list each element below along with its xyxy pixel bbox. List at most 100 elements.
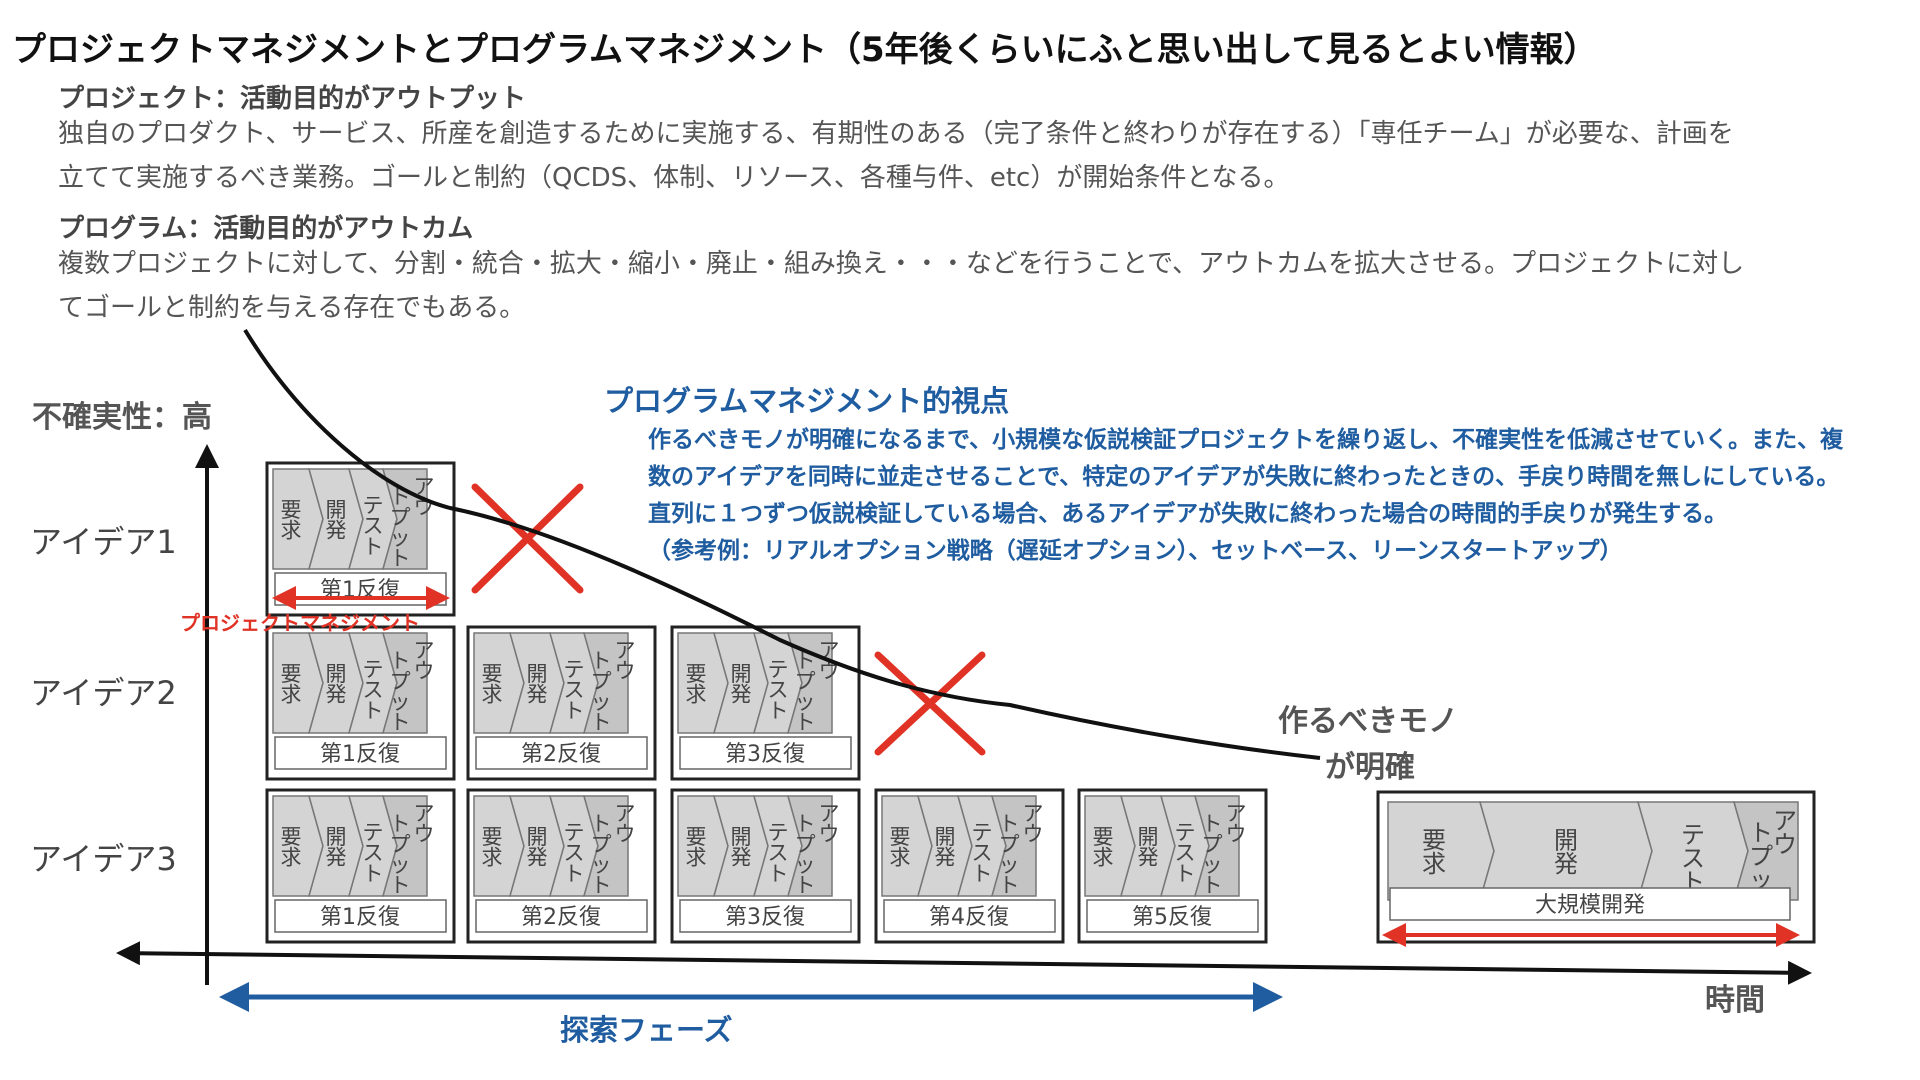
step-label: 要求 — [1422, 827, 1446, 879]
step-label: テスト — [363, 658, 384, 723]
step-shape — [787, 795, 833, 897]
iteration-label: 第5反復 — [1132, 905, 1212, 930]
step-label: 要求 — [281, 498, 302, 543]
program-view-text: 作るべきモノが明確になるまで、小規模な仮説検証プロジェクトを繰り返し、不確実性を… — [648, 422, 1843, 570]
program-line: てゴールと制約を与える存在でもある。 — [58, 293, 526, 323]
iteration-label: 第1反復 — [320, 905, 400, 930]
iteration-label: 第4反復 — [929, 905, 1009, 930]
program-line: 複数プロジェクトに対して、分割・統合・拡大・縮小・廃止・組み換え・・・などを行う… — [58, 249, 1745, 279]
step-label: トプット — [591, 812, 612, 898]
fail-mark-idea-1 — [471, 483, 584, 594]
step-label: トプット — [390, 485, 411, 571]
step-label: 開発 — [326, 825, 347, 870]
step-shape — [382, 632, 428, 734]
step-label: テスト — [1681, 821, 1705, 896]
iteration-label-box — [274, 736, 447, 770]
step-label: 開発 — [731, 662, 752, 707]
step-label: 開発 — [527, 662, 548, 707]
step-label: テスト — [363, 821, 384, 886]
step-label: 開発 — [935, 825, 956, 870]
step-label: アウ — [414, 801, 435, 846]
step-label: 要求 — [1093, 825, 1114, 870]
iteration-label-box — [679, 899, 852, 933]
step-label: 要求 — [482, 825, 503, 870]
fail-mark-idea-2 — [874, 651, 986, 756]
step-label: 開発 — [1554, 827, 1578, 879]
pm-label: プロジェクトマネジメント — [180, 611, 420, 635]
step-label: 要求 — [281, 662, 302, 707]
page-title: プロジェクトマネジメントとプログラムマネジメント（5年後くらいにふと思い出して見… — [12, 30, 1598, 70]
large-development-box: 要求開発テストアウトプット大規模開発 — [1376, 790, 1816, 944]
idea-1-label: アイデア1 — [30, 523, 177, 561]
step-label: テスト — [564, 821, 585, 886]
program-view-line: 直列に１つずつ仮説検証している場合、あるアイデアが失敗に終わった場合の時間的手戻… — [648, 501, 1728, 527]
step-label: 要求 — [890, 825, 911, 870]
step-label: 要求 — [482, 662, 503, 707]
step-label: トプット — [1202, 812, 1223, 898]
step-label: トプット — [795, 649, 816, 735]
iteration-label: 第3反復 — [725, 742, 805, 767]
program-view-line: 数のアイデアを同時に並走させることで、特定のアイデアが失敗に終わったときの、手戻… — [648, 464, 1840, 490]
step-label: トプット — [999, 812, 1020, 898]
iteration-label: 第1反復 — [320, 742, 400, 767]
step-shape — [583, 632, 629, 734]
step-label: テスト — [768, 821, 789, 886]
step-shape — [583, 795, 629, 897]
step-label: アウ — [1023, 801, 1044, 846]
iteration-label: 第2反復 — [521, 742, 601, 767]
project-line: 独自のプロダクト、サービス、所産を創造するために実施する、有期性のある（完了条件… — [58, 119, 1734, 149]
program-view-line: （参考例：リアルオプション戦略（遅延オプション）、セットベース、リーンスタートア… — [648, 538, 1623, 564]
iteration-label-box — [1086, 899, 1259, 933]
step-label: アウ — [615, 801, 636, 846]
step-label: アウ — [819, 638, 840, 683]
explore-phase-label: 探索フェーズ — [560, 1013, 733, 1047]
step-label: 開発 — [527, 825, 548, 870]
step-label: アウ — [414, 638, 435, 683]
program-view-title: プログラムマネジメント的視点 — [604, 384, 1010, 418]
large-label: 大規模開発 — [1535, 893, 1645, 918]
step-label: テスト — [564, 658, 585, 723]
iteration-label: 第3反復 — [725, 905, 805, 930]
step-label: トプット — [591, 649, 612, 735]
step-label: 開発 — [326, 498, 347, 543]
step-shape — [382, 795, 428, 897]
program-heading: プログラム：活動目的がアウトカム — [58, 214, 474, 244]
x-axis — [116, 941, 1812, 985]
iteration-label-box — [883, 899, 1056, 933]
step-shape — [991, 795, 1037, 897]
project-description: 独自のプロダクト、サービス、所産を創造するために実施する、有期性のある（完了条件… — [58, 112, 1898, 200]
program-description: 複数プロジェクトに対して、分割・統合・拡大・縮小・廃止・組み換え・・・などを行う… — [58, 242, 1898, 330]
step-label: アウ — [1226, 801, 1247, 846]
idea-3-label: アイデア3 — [30, 840, 177, 878]
step-label: 要求 — [686, 825, 707, 870]
y-axis-label: 不確実性：高 — [32, 400, 212, 435]
iteration-label-box — [274, 899, 447, 933]
iteration-label: 第2反復 — [521, 905, 601, 930]
iteration-label-box — [475, 899, 648, 933]
step-label: トプット — [795, 812, 816, 898]
step-shape — [1194, 795, 1240, 897]
idea-2-label: アイデア2 — [30, 674, 177, 712]
project-heading: プロジェクト：活動目的がアウトプット — [58, 84, 527, 114]
iteration-label-box — [679, 736, 852, 770]
clear-label-line2: が明確 — [1325, 750, 1415, 785]
step-label: 開発 — [731, 825, 752, 870]
step-label: テスト — [768, 658, 789, 723]
step-label: テスト — [972, 821, 993, 886]
uncertainty-curve — [243, 328, 1321, 760]
step-label: 開発 — [1138, 825, 1159, 870]
large-label-box — [1389, 887, 1791, 921]
project-line: 立てて実施するべき業務。ゴールと制約（QCDS、体制、リソース、各種与件、etc… — [58, 163, 1290, 193]
step-label: 要求 — [686, 662, 707, 707]
step-label: アウ — [1773, 807, 1797, 859]
